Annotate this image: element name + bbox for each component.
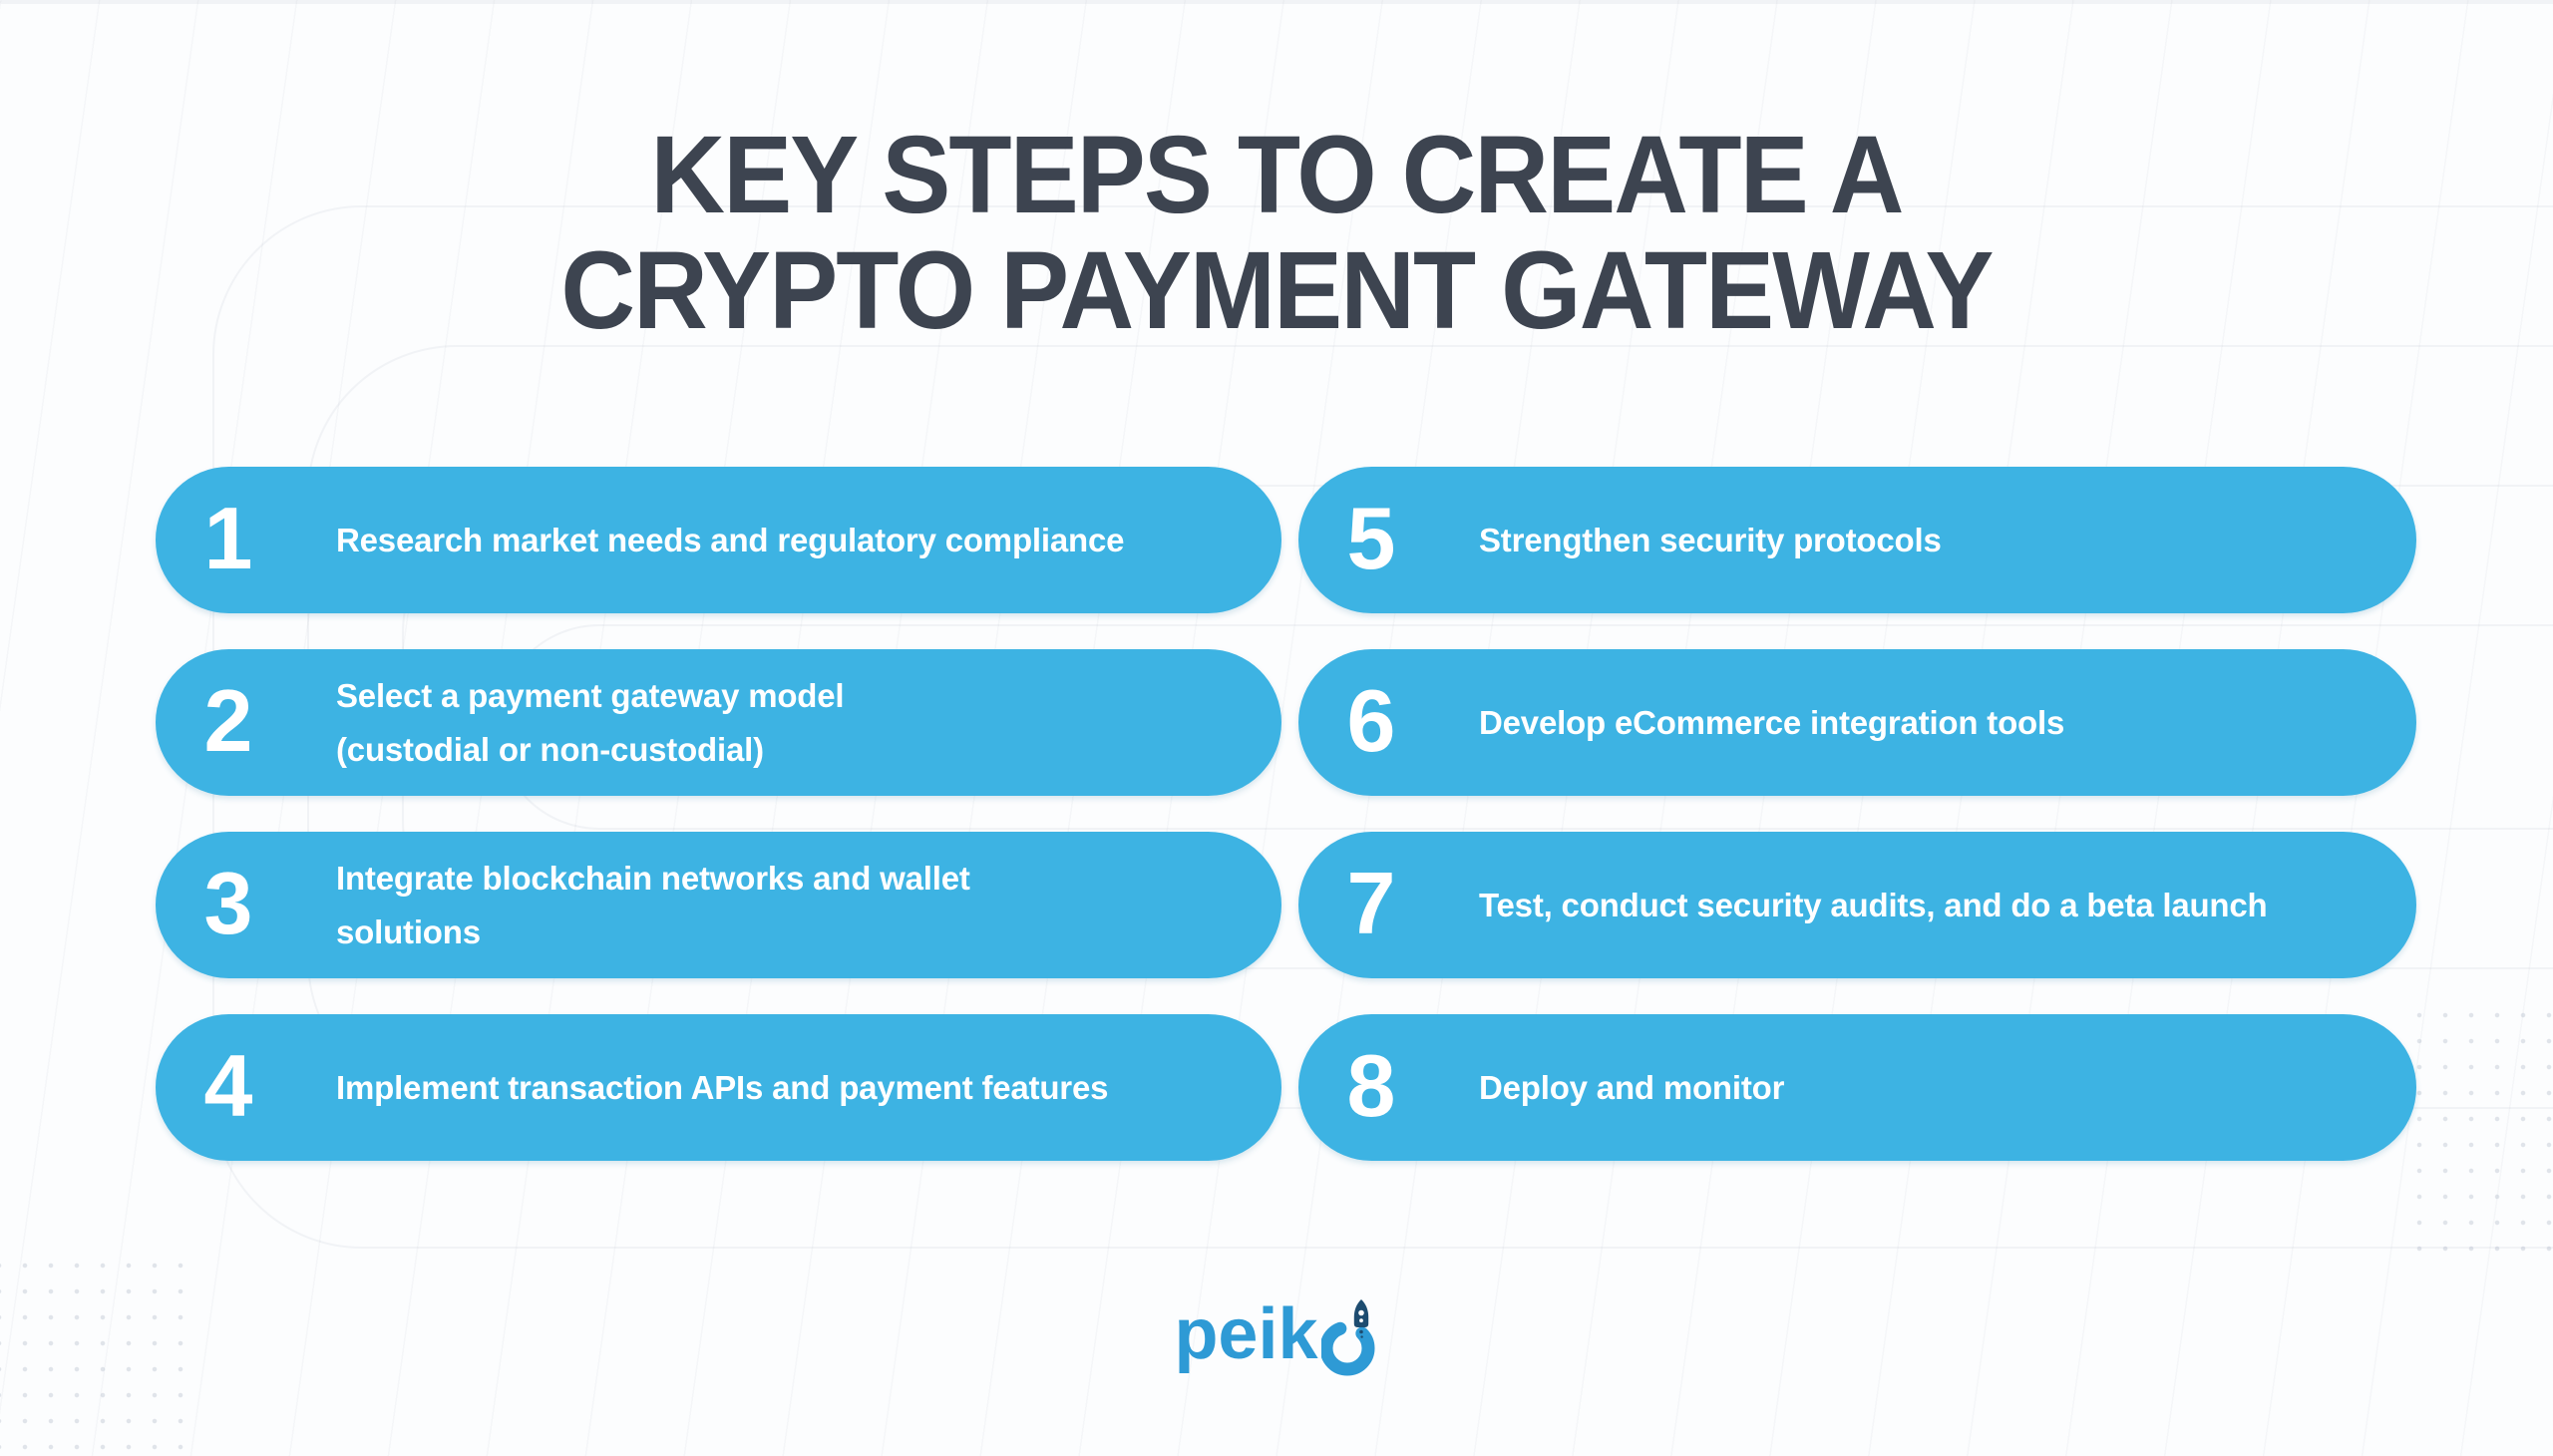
steps-grid: 1 Research market needs and regulatory c… (156, 467, 2416, 1161)
step-label: Deploy and monitor (1479, 1068, 1785, 1106)
logo-o-ring (1320, 1320, 1375, 1376)
logo-o-rocket-icon (1320, 1299, 1375, 1376)
step-pill-5: 5 Strengthen security protocols (1298, 467, 2416, 613)
step-pill-8: 8 Deploy and monitor (1298, 1014, 2416, 1161)
step-label: Test, conduct security audits, and do a … (1479, 886, 2268, 923)
peiko-logo: peik (0, 1292, 2553, 1376)
step-pill-2: 2 Select a payment gateway model (custod… (156, 649, 1281, 796)
step-number: 1 (203, 488, 253, 587)
step-label: Develop eCommerce integration tools (1479, 703, 2065, 741)
page-title-line2: CRYPTO PAYMENT GATEWAY (560, 228, 1994, 352)
step-number: 8 (1346, 1035, 1396, 1135)
page-title: KEY STEPS TO CREATE A CRYPTO PAYMENT GAT… (77, 118, 2476, 348)
step-number: 4 (203, 1035, 253, 1135)
step-pill-1: 1 Research market needs and regulatory c… (156, 467, 1281, 613)
step-label: Integrate blockchain networks and wallet… (336, 860, 970, 950)
step-number: 3 (203, 853, 253, 952)
step-pill-3: 3 Integrate blockchain networks and wall… (156, 832, 1281, 978)
step-number: 6 (1346, 670, 1396, 770)
step-label: Strengthen security protocols (1479, 521, 1942, 558)
nested-round-rect-outline (0, 0, 2553, 4)
dot-pattern-right (2406, 1002, 2553, 1252)
page-title-line1: KEY STEPS TO CREATE A (650, 114, 1904, 236)
step-number: 5 (1346, 488, 1396, 587)
rocket-icon (1353, 1299, 1368, 1338)
step-label: Implement transaction APIs and payment f… (336, 1068, 1109, 1106)
step-pill-7: 7 Test, conduct security audits, and do … (1298, 832, 2416, 978)
step-pill-4: 4 Implement transaction APIs and payment… (156, 1014, 1281, 1161)
step-number: 2 (203, 670, 253, 770)
step-label: Select a payment gateway model (custodia… (336, 677, 845, 768)
step-label: Research market needs and regulatory com… (336, 521, 1125, 558)
step-number: 7 (1346, 853, 1396, 952)
step-pill-6: 6 Develop eCommerce integration tools (1298, 649, 2416, 796)
logo-wordmark: peik (1174, 1294, 1318, 1374)
